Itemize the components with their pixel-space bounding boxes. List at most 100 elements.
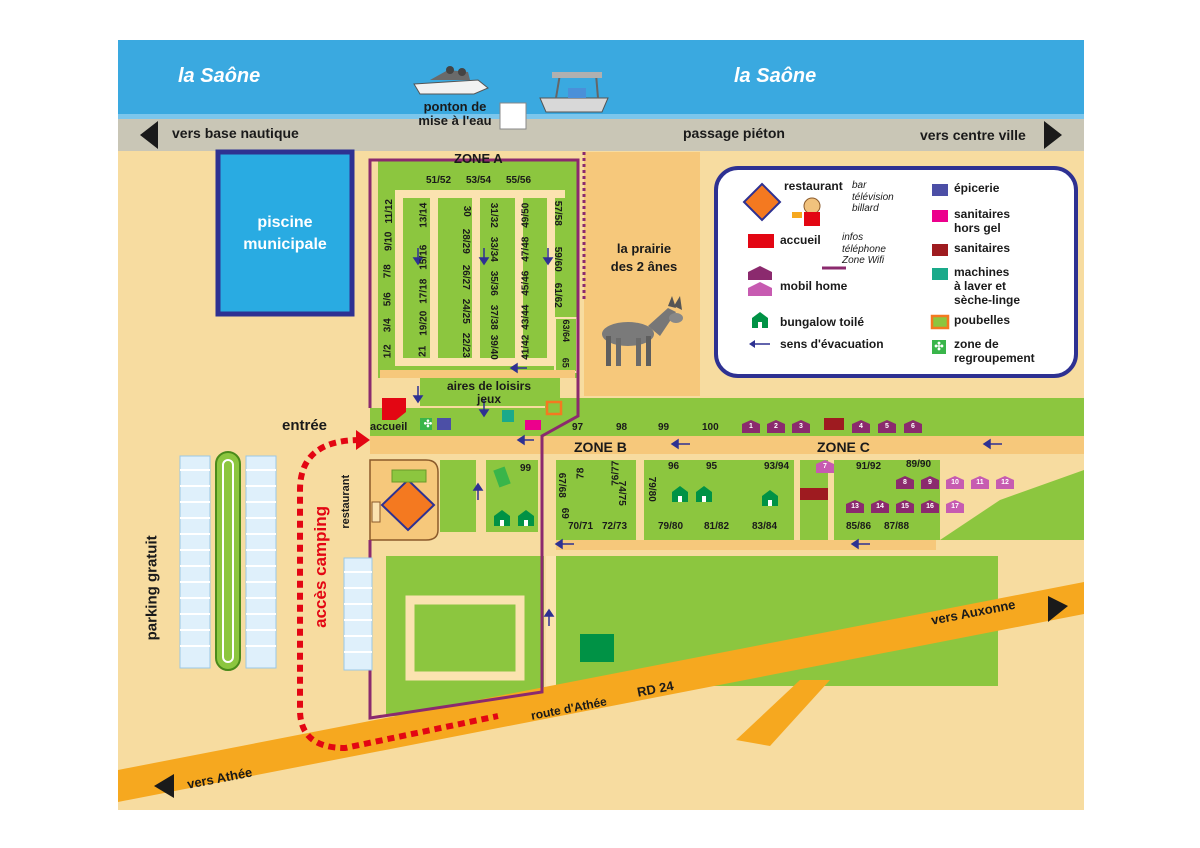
pitch-label: 79/80 [645,476,657,502]
pitch-label: 51/52 [426,175,452,186]
free-parking-label: parking gratuit [143,535,161,641]
pitch-label: 85/86 [846,521,872,532]
legend-bar: bar télévision billard [852,180,894,214]
legend-mobile-home: mobil home [780,279,848,293]
pitch-label: 69 [558,507,570,519]
restaurant-vertical-label: restaurant [340,474,353,529]
reception-label: accueil [370,421,408,433]
pitch-label: 83/84 [752,521,778,532]
legend-reception: accueil [780,233,821,247]
boat-icon [413,66,489,95]
pitch-label: 79/80 [658,521,684,532]
legend-toilets: sanitaires [954,241,1011,255]
mobil-home-icon: 5 [878,420,896,433]
to-nautical-base-label: vers base nautique [172,125,299,141]
zone-a-col5: 49/50 47/48 45/46 43/44 41/42 [520,196,542,366]
pitch-label: 45/46 [520,270,532,296]
pitch-label: 12 [1001,479,1009,486]
pitch-label: 26/27 [459,264,471,290]
legend-heated-toilets: sanitaires hors gel [954,207,1011,235]
pitch-label: 8 [903,479,907,486]
pitch-label: 17/18 [418,278,430,304]
entrance-label: entrée [282,417,328,434]
pitch-label: 87/88 [884,521,910,532]
prairie-label: la prairie des 2 ânes [610,241,678,274]
pitch-label: 5/6 [382,292,394,307]
river-label-left: la Saône [178,65,261,87]
pitch-label: 91/92 [856,461,882,472]
pitch-label: 57/58 [551,200,563,226]
pitch-label: 13 [851,503,859,510]
legend-assembly-point: zone de regroupement [954,337,1035,365]
pitch-label: 49/50 [520,202,532,228]
pitch-label: 37/38 [487,304,499,330]
pitch-label: 72/73 [602,521,628,532]
pitch-label: 9/10 [383,231,395,251]
pitch-label: 5 [885,423,889,430]
mobil-home-icon: 13 [846,500,864,513]
pitch-label: 41/42 [520,334,532,360]
pitch-label: 3 [799,423,803,430]
mobil-home-icon: 2 [767,420,785,433]
pitch-label: 31/32 [487,202,499,228]
camping-access-label: accès camping [311,505,331,628]
mobil-home-icon: 15 [896,500,914,513]
zone-b-label: ZONE B [574,439,627,455]
zone-a-col3: 30 28/29 26/27 24/25 22/23 [458,196,480,366]
mobil-home-icon: 3 [792,420,810,433]
pitch-label: 74/75 [615,480,627,506]
mobil-home-icon: 9 [921,476,939,489]
legend-info: infos téléphone Zone Wifi [842,232,886,266]
pitch-label: 19/20 [418,310,430,336]
pitch-label: 100 [702,422,719,433]
pitch-label: 30 [460,205,472,217]
mobil-home-icon: 7 [816,460,834,473]
pitch-label: 21 [417,345,429,357]
zone-a-col2: 13/14 15/16 17/18 19/20 21 [417,196,440,366]
pitch-label: 89/90 [906,459,932,470]
mobil-home-icon: 6 [904,420,922,433]
to-town-center-label: vers centre ville [920,127,1026,143]
mobil-home-icon: 12 [996,476,1014,489]
pitch-label: 99 [658,422,670,433]
pitch-label: 61/62 [551,282,563,308]
pitch-label: 70/71 [568,521,594,532]
mobil-home-icon: 4 [852,420,870,433]
leisure-area-label: aires de loisirs jeux [446,379,532,406]
mobil-home-icon: 14 [871,500,889,513]
mobil-home-icon: 17 [946,500,964,513]
mobil-home-icon: 1 [742,420,760,433]
regroup-point-icon: ✣ [423,419,433,430]
pitch-label: 1/2 [382,344,394,359]
pitch-label: 67/68 [555,472,567,498]
mobil-home-icon: 10 [946,476,964,489]
pitch-label: 33/34 [487,236,499,262]
pitch-label: 15/16 [418,244,430,270]
pitch-label: 7/8 [382,264,394,279]
legend-washing-machines: machines à laver et sèche-linge [954,265,1021,307]
pitch-label: 9 [928,479,932,486]
pitch-label: 47/48 [520,236,532,262]
pitch-label: 98 [616,422,628,433]
pedalo-icon [539,72,609,113]
assembly-point-icon: ✣ [934,341,944,353]
zone-c-label: ZONE C [817,439,870,455]
pitch-label: 35/36 [487,270,499,296]
pitch-label: 7 [823,463,827,470]
pitch-label: 15 [901,503,909,510]
legend-bins: poubelles [954,313,1011,327]
footpath-label: passage piéton [683,125,785,141]
pitch-label: 10 [951,479,959,486]
zone-a-col6: 57/58 59/60 61/62 [550,196,572,316]
zone-a-col4: 31/32 33/34 35/36 37/38 39/40 [486,196,508,366]
pitch-label: 78 [575,467,587,479]
pool-label: piscine municipale [243,214,327,253]
pitch-label: 24/25 [459,298,471,324]
pitch-label: 63/64 [560,319,571,342]
mobil-home-icon: 8 [896,476,914,489]
pitch-label: 22/23 [459,332,471,358]
legend-restaurant: restaurant [784,179,843,193]
pitch-label: 39/40 [487,334,499,360]
